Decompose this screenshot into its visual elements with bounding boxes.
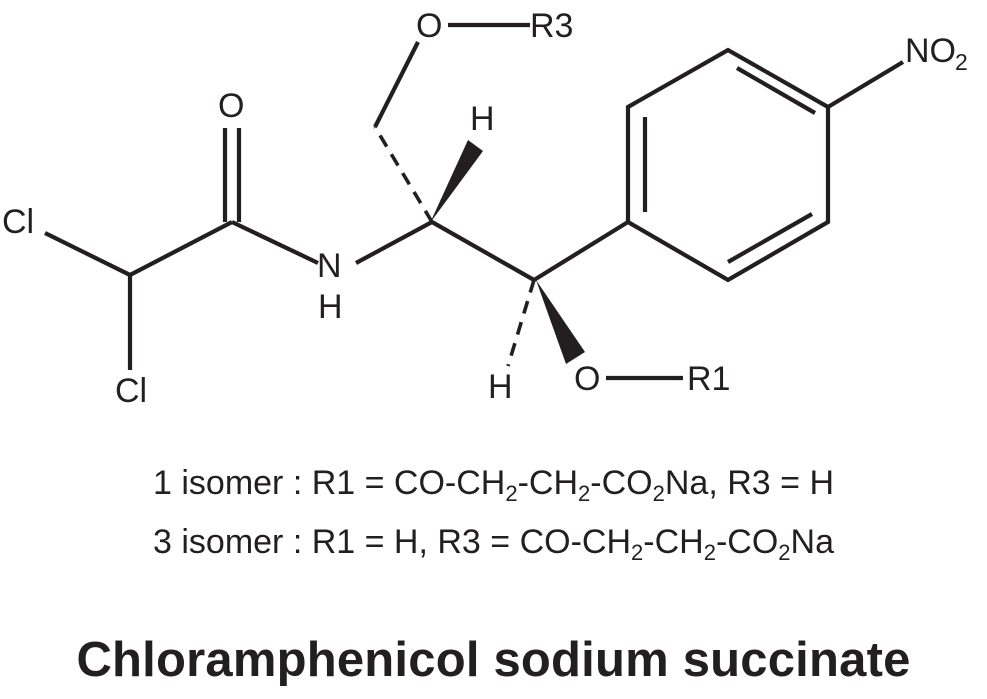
atom-o-top: O: [416, 7, 442, 45]
no2-main-text: NO: [905, 32, 956, 70]
atom-label-layer: O R3 O H NO 2 Cl N H Cl H O R1: [2, 7, 968, 410]
structure-drawing: O R3 O H NO 2 Cl N H Cl H O R1: [2, 7, 968, 410]
isomer-3-text-c: -CO: [715, 523, 779, 561]
isomer-1-text-d: Na, R3 = H: [664, 464, 834, 502]
bond-c2-ch2-hashed: [373, 126, 434, 223]
isomer-3-text-a: 3 isomer : R1 = H, R3 = CO-CH: [153, 523, 632, 561]
isomer-1-sub-1: 2: [505, 481, 518, 506]
ring-inner-bond-top-right: [735, 66, 817, 115]
atom-o-bottom: O: [574, 360, 600, 398]
bond-cl-top-c: [44, 231, 131, 277]
benzene-ring: [625, 47, 831, 283]
wedge-c2-h: [430, 140, 483, 223]
bond-ring-no2: [826, 60, 905, 109]
isomer-definitions: 1 isomer : R1 = CO-CH2-CH2-CO2Na, R3 = H…: [0, 463, 987, 573]
bond-layer: [44, 22, 905, 381]
atom-n: N: [317, 247, 342, 285]
isomer-3-text-b: -CH: [643, 523, 704, 561]
atom-no2-subscript: 2: [955, 49, 968, 75]
isomer-3-line: 3 isomer : R1 = H, R3 = CO-CH2-CH2-CO2Na: [0, 522, 987, 573]
isomer-3-sub-1: 2: [631, 540, 644, 565]
bond-c2-c1: [430, 220, 536, 282]
isomer-3-sub-3: 2: [778, 540, 791, 565]
bond-ch2-o-top: [373, 41, 420, 128]
bond-carbonyl-n: [231, 220, 319, 265]
bond-n-c2: [355, 220, 433, 265]
isomer-1-text-a: 1 isomer : R1 = CO-CH: [153, 464, 506, 502]
atom-h-top: H: [470, 100, 495, 138]
bond-chcl2-carbonyl: [129, 220, 233, 277]
isomer-1-sub-2: 2: [578, 481, 591, 506]
atom-h-bottom: H: [488, 368, 513, 406]
atom-cl-top: Cl: [2, 203, 34, 241]
atom-no2: NO: [905, 32, 956, 70]
wedge-c1-o: [536, 280, 585, 364]
ring-inner-bond-bottom: [726, 212, 814, 264]
isomer-3-text-d: Na: [790, 523, 834, 561]
atom-r3: R3: [530, 7, 573, 45]
atom-cl-bottom: Cl: [115, 372, 147, 410]
isomer-1-text-c: -CO: [590, 464, 653, 502]
isomer-1-line: 1 isomer : R1 = CO-CH2-CH2-CO2Na, R3 = H: [0, 463, 987, 514]
atom-o-carbonyl: O: [218, 87, 244, 125]
atom-r1: R1: [687, 360, 730, 398]
isomer-3-sub-2: 2: [703, 540, 716, 565]
isomer-1-text-b: -CH: [517, 464, 579, 502]
bond-c1-h-hashed: [506, 279, 536, 367]
atom-nh-h: H: [318, 288, 343, 326]
compound-title: Chloramphenicol sodium succinate: [76, 633, 911, 687]
isomer-1-sub-3: 2: [652, 481, 665, 506]
bond-c1-ring: [532, 220, 630, 282]
